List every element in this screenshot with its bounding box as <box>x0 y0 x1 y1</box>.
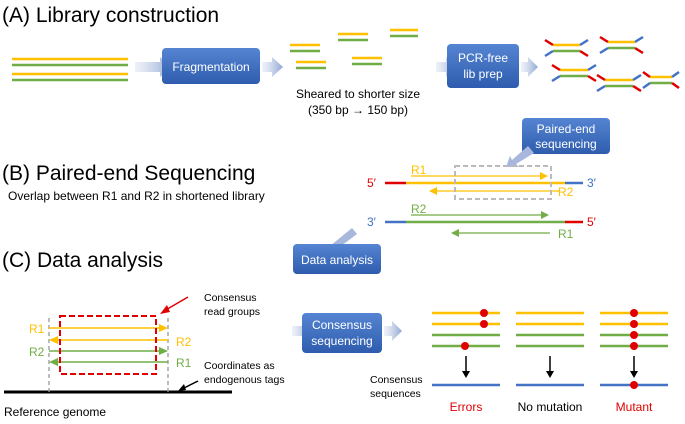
mutant-read-group <box>600 309 668 389</box>
mutation-dot <box>461 342 469 350</box>
r2-label-top: R2 <box>558 185 574 199</box>
r1-label-group-right: R1 <box>176 356 192 370</box>
five-prime-label-bottom: 5′ <box>587 215 597 229</box>
sheared-label-line2: (350 bp → 150 bp) <box>308 103 408 117</box>
data-analysis-label: Data analysis <box>301 253 373 267</box>
r1-label-bottom: R1 <box>558 227 574 241</box>
read-group-schematic: R1 R2 R2 R1 <box>4 296 232 394</box>
mutation-dot <box>630 342 638 350</box>
mutation-dot <box>630 320 638 328</box>
sheared-fragments <box>290 28 418 70</box>
data-analysis-box: Data analysis <box>293 244 381 274</box>
pcr-free-box: PCR-free lib prep <box>447 44 519 88</box>
overlap-region-box <box>454 165 552 200</box>
flow-arrow <box>521 57 538 77</box>
consensus-sequencing-label-line1: Consensus <box>312 318 372 332</box>
no-mutation-read-group <box>516 311 584 387</box>
r2-label-group-right: R2 <box>176 335 192 349</box>
mutation-dot <box>630 309 638 317</box>
title-data-analysis: (C) Data analysis <box>2 249 163 272</box>
flow-arrow-diagonal <box>506 146 534 167</box>
fragmentation-box: Fragmentation <box>162 48 260 84</box>
paired-end-box: Paired-end sequencing <box>522 118 610 154</box>
pcr-free-label-line2: lib prep <box>463 67 503 81</box>
consensus-sequences-label-line2: sequences <box>370 388 421 400</box>
consensus-groups-label-line2: read groups <box>204 306 260 318</box>
flow-arrow <box>384 321 402 341</box>
overlap-description: Overlap between R1 and R2 in shortened l… <box>8 189 265 203</box>
pcr-free-label-line1: PCR-free <box>458 51 508 65</box>
r2-label-bottom: R2 <box>411 202 427 216</box>
consensus-sequencing-box: Consensus sequencing <box>302 313 382 353</box>
mutation-dot <box>480 320 488 328</box>
consensus-sequences-label-line1: Consensus <box>370 374 423 386</box>
outcome-errors: Errors <box>450 400 483 414</box>
three-prime-label-top: 3′ <box>587 176 597 190</box>
mutation-dot <box>630 381 638 389</box>
paired-read-schematic: 5′ 3′ R1 R2 3′ 5′ R2 R1 <box>367 163 597 241</box>
title-library-construction: (A) Library construction <box>2 4 219 27</box>
adapter-ligated-fragments <box>544 35 680 93</box>
outcome-no-mutation: No mutation <box>518 400 583 414</box>
title-paired-end-sequencing: (B) Paired-end Sequencing <box>2 162 255 185</box>
mutation-dot <box>630 331 638 339</box>
paired-end-label-line2: sequencing <box>535 137 596 151</box>
long-dna-strands <box>12 57 128 82</box>
five-prime-label-top: 5′ <box>367 176 377 190</box>
three-prime-label-bottom: 3′ <box>367 215 377 229</box>
coordinates-label-line1: Coordinates as <box>204 360 275 372</box>
consensus-sequencing-label-line2: sequencing <box>311 334 372 348</box>
consensus-group-box <box>59 315 157 375</box>
r1-label-group: R1 <box>29 322 45 336</box>
fragmentation-label: Fragmentation <box>172 60 249 74</box>
errors-read-group <box>432 309 500 387</box>
coordinates-label-line2: endogenous tags <box>204 374 285 386</box>
paired-end-label-line1: Paired-end <box>537 122 596 136</box>
flow-arrow <box>262 57 283 77</box>
outcome-mutant: Mutant <box>616 400 653 414</box>
r1-label-top: R1 <box>411 163 427 177</box>
reference-genome-label: Reference genome <box>4 405 106 419</box>
sheared-label-line1: Sheared to shorter size <box>296 87 420 101</box>
mutation-dot <box>480 309 488 317</box>
r2-label-group: R2 <box>29 345 45 359</box>
consensus-groups-label-line1: Consensus <box>204 292 257 304</box>
flow-arrow <box>436 57 457 77</box>
